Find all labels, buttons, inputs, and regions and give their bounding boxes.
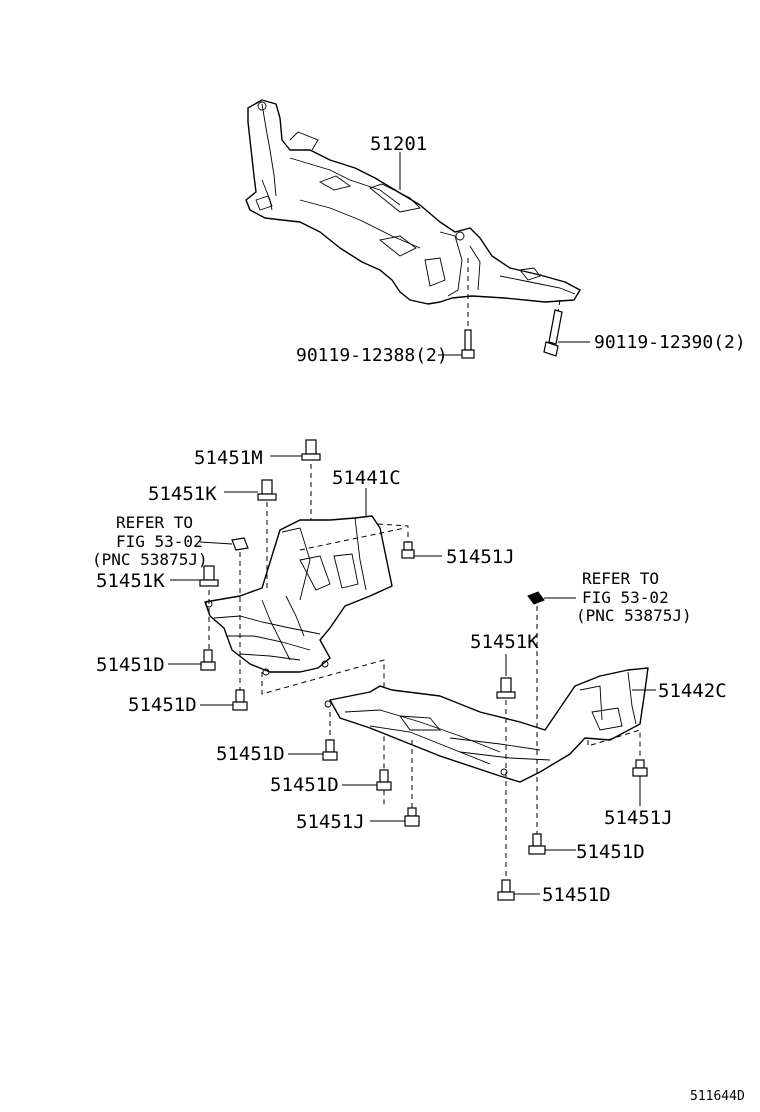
screw-51451d-3-icon	[322, 739, 338, 761]
part-number-51451d-4: 51451D	[270, 774, 339, 796]
part-number-bolt-b: 90119-12390(2)	[594, 332, 746, 353]
clip-left-icon	[231, 537, 249, 551]
screw-51451k-mid-icon	[199, 565, 219, 587]
part-number-51451j-right: 51451J	[446, 546, 515, 568]
screw-51451m-icon	[301, 439, 321, 461]
screw-51451k-top-icon	[257, 479, 277, 501]
crossmember-illustration	[245, 99, 581, 305]
front-under-cover-illustration	[204, 515, 393, 676]
screw-51451j-right-icon	[401, 541, 415, 559]
screw-51451d-4-icon	[376, 769, 392, 791]
part-number-51451k-top: 51451K	[148, 483, 217, 505]
part-number-51451d-6: 51451D	[542, 884, 611, 906]
screw-51451k-right-icon	[496, 677, 516, 699]
part-number-51451k-right: 51451K	[470, 631, 539, 653]
screw-51451d-5-icon	[528, 833, 546, 855]
part-number-51451j-lower-right: 51451J	[604, 807, 673, 829]
part-number-51451d-2: 51451D	[128, 694, 197, 716]
leader-refer-left	[199, 541, 233, 545]
figure-id: 511644D	[690, 1089, 745, 1104]
part-number-51201: 51201	[370, 133, 427, 155]
part-number-51451d-3: 51451D	[216, 743, 285, 765]
part-number-bolt-a: 90119-12388(2)	[296, 345, 448, 366]
refer-right-line3: (PNC 53875J)	[576, 606, 692, 625]
part-number-51451k-mid: 51451K	[96, 570, 165, 592]
part-number-51451d-1: 51451D	[96, 654, 165, 676]
refer-left-line1: REFER TO	[116, 513, 193, 532]
part-number-51451d-5: 51451D	[576, 841, 645, 863]
dash-front-cover	[261, 659, 385, 808]
refer-right-line1: REFER TO	[582, 569, 659, 588]
part-number-51441c: 51441C	[332, 467, 401, 489]
rear-under-cover-illustration	[324, 667, 649, 783]
dash-rear-cover	[587, 729, 641, 760]
part-number-51451m: 51451M	[194, 447, 263, 469]
bolt-a-icon	[461, 329, 475, 359]
refer-left-line3: (PNC 53875J)	[92, 550, 208, 569]
clip-right-icon	[527, 591, 545, 605]
screw-51451d-6-icon	[497, 879, 515, 901]
dash-bolt-b	[557, 299, 561, 313]
screw-51451d-1-icon	[200, 649, 216, 671]
screw-51451j-bottom-icon	[404, 807, 420, 827]
screw-51451j-lower-right-icon	[632, 759, 648, 777]
refer-right-line2: FIG 53-02	[582, 588, 669, 607]
dash-front-cover-j	[377, 523, 409, 542]
part-number-51451j-bottom: 51451J	[296, 811, 365, 833]
screw-51451d-2-icon	[232, 689, 248, 711]
bolt-b-icon	[543, 309, 563, 357]
refer-left-line2: FIG 53-02	[116, 532, 203, 551]
part-number-51442c: 51442C	[658, 680, 727, 702]
